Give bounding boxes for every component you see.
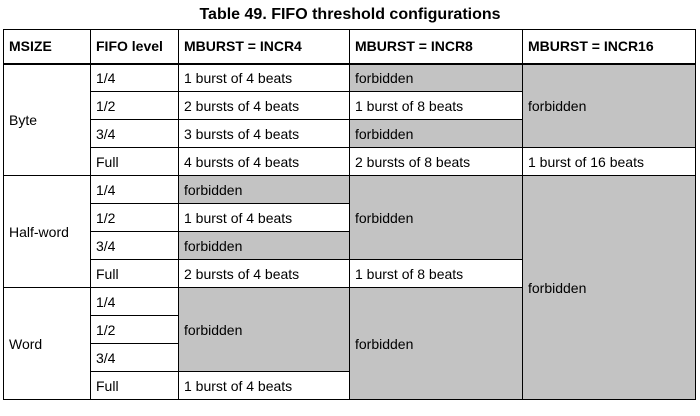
fifo-threshold-table: MSIZE FIFO level MBURST = INCR4 MBURST =… bbox=[3, 29, 696, 400]
incr16-cell: 1 burst of 16 beats bbox=[522, 147, 696, 176]
header-row: MSIZE FIFO level MBURST = INCR4 MBURST =… bbox=[3, 29, 696, 65]
incr8-cell: 1 burst of 8 beats bbox=[349, 91, 523, 120]
incr4-cell: 2 bursts of 4 beats bbox=[178, 259, 350, 288]
fifo-level-cell: 1/2 bbox=[90, 203, 179, 232]
table-caption: Table 49. FIFO threshold configurations bbox=[199, 6, 501, 23]
table-row: Word 1/4 forbidden forbidden bbox=[3, 287, 696, 400]
fifo-level-cell: 1/4 bbox=[90, 287, 179, 316]
incr8-cell-forbidden: forbidden bbox=[349, 63, 523, 92]
table-row: 1/2 bbox=[4, 315, 696, 344]
incr4-cell: 4 bursts of 4 beats bbox=[178, 147, 350, 176]
incr8-cell-forbidden: forbidden bbox=[349, 119, 523, 148]
msize-cell-byte: Byte bbox=[3, 63, 91, 176]
table-row: Full 1 burst of 4 beats bbox=[4, 371, 696, 400]
table-row: 3/4 bbox=[4, 343, 696, 372]
table-row: 1/2 1 burst of 4 beats bbox=[4, 203, 696, 232]
incr4-cell: 1 burst of 4 beats bbox=[178, 63, 350, 92]
fifo-level-cell: 1/4 bbox=[90, 63, 179, 92]
fifo-level-cell: 3/4 bbox=[90, 231, 179, 260]
incr4-cell-forbidden: forbidden bbox=[178, 287, 350, 372]
incr4-cell: 3 bursts of 4 beats bbox=[178, 119, 350, 148]
table-row: 3/4 3 bursts of 4 beats forbidden bbox=[4, 119, 696, 148]
fifo-level-cell: 3/4 bbox=[90, 119, 179, 148]
table-row: Full 2 bursts of 4 beats 1 burst of 8 be… bbox=[4, 259, 696, 288]
incr4-cell-forbidden: forbidden bbox=[178, 175, 350, 204]
table-row: Byte 1/4 1 burst of 4 beats forbidden fo… bbox=[3, 63, 696, 176]
msize-cell-halfword: Half-word bbox=[3, 175, 91, 288]
incr16-cell-forbidden: forbidden bbox=[522, 175, 696, 400]
header-fifo-level: FIFO level bbox=[90, 29, 179, 65]
table-row: Full 4 bursts of 4 beats 2 bursts of 8 b… bbox=[4, 147, 696, 176]
incr4-cell: 1 burst of 4 beats bbox=[178, 371, 350, 400]
incr4-cell: 1 burst of 4 beats bbox=[178, 203, 350, 232]
fifo-level-cell: 1/4 bbox=[90, 175, 179, 204]
incr8-cell: 2 bursts of 8 beats bbox=[349, 147, 523, 176]
fifo-level-cell: 1/2 bbox=[90, 315, 179, 344]
incr8-cell: 1 burst of 8 beats bbox=[349, 259, 523, 288]
fifo-level-cell: 3/4 bbox=[90, 343, 179, 372]
fifo-level-cell: 1/2 bbox=[90, 91, 179, 120]
fifo-level-cell: Full bbox=[90, 371, 179, 400]
incr4-cell: 2 bursts of 4 beats bbox=[178, 91, 350, 120]
incr16-cell-forbidden: forbidden bbox=[522, 63, 696, 148]
incr8-cell-forbidden: forbidden bbox=[349, 287, 523, 400]
fifo-level-cell: Full bbox=[90, 147, 179, 176]
header-msize: MSIZE bbox=[3, 29, 91, 65]
header-incr16: MBURST = INCR16 bbox=[522, 29, 696, 65]
fifo-level-cell: Full bbox=[90, 259, 179, 288]
table-row: 1/2 2 bursts of 4 beats 1 burst of 8 bea… bbox=[4, 91, 696, 120]
header-incr4: MBURST = INCR4 bbox=[178, 29, 350, 65]
table-row: Half-word 1/4 forbidden forbidden forbid… bbox=[3, 175, 696, 400]
incr4-cell-forbidden: forbidden bbox=[178, 231, 350, 260]
table-row: 3/4 forbidden bbox=[4, 231, 696, 260]
msize-cell-word: Word bbox=[3, 287, 91, 400]
incr8-cell-forbidden: forbidden bbox=[349, 175, 523, 260]
header-incr8: MBURST = INCR8 bbox=[349, 29, 523, 65]
